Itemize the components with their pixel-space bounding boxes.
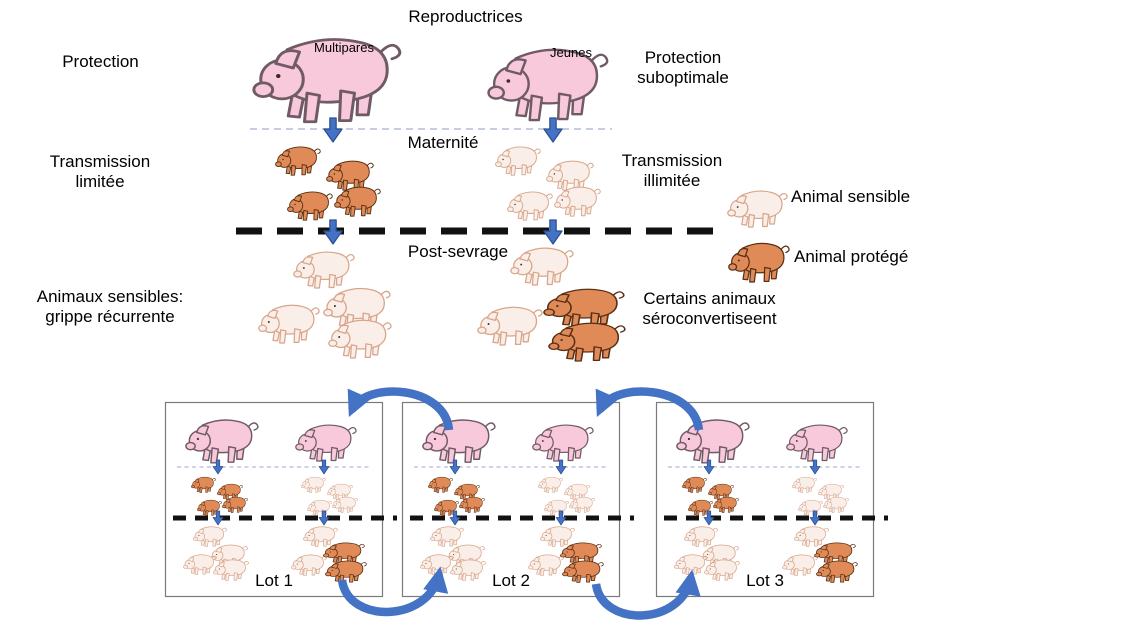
left-transmission-label: Transmission limitée [49, 152, 151, 192]
rotation-arrow-icon [347, 387, 454, 431]
right-outcome-label: Certains animaux séroconvertiseent [642, 289, 777, 329]
left-protection-label: Protection [62, 52, 139, 71]
legend-protected-pig-icon [728, 242, 790, 283]
legend-susceptible-pig-icon [727, 190, 788, 228]
lot-1-label: Lot 1 [255, 571, 293, 590]
sow-young-label: Jeunes [550, 45, 592, 60]
rotation-arrow-icon [337, 566, 449, 617]
susceptible-pig-icon [510, 247, 574, 286]
protected-piglet-icon [334, 186, 381, 217]
left-outcome-label: Animaux sensibles: grippe récurrente [36, 287, 184, 327]
rotation-arrow-icon [591, 569, 701, 620]
susceptible-pig-icon [293, 251, 355, 289]
figure-title: Reproductrices [408, 7, 523, 26]
lot-mini-diagram [657, 403, 889, 597]
right-transmission-label: Transmission illimitée [621, 151, 723, 191]
flow-arrow-icon [543, 117, 563, 143]
susceptible-piglet-icon [554, 186, 601, 217]
legend-protected-label: Animal protégé [794, 247, 909, 266]
protected-piglet-icon [326, 160, 374, 191]
sow-multiparous-label: Multipares [314, 40, 374, 55]
lot-mini-diagram [166, 403, 398, 597]
susceptible-piglet-icon [507, 191, 553, 221]
legend-susceptible-label: Animal sensible [791, 187, 911, 206]
lot-mini-diagram [403, 403, 635, 597]
protected-piglet-icon [275, 146, 321, 176]
rotation-arrow-icon [595, 387, 704, 431]
seroconverted-pig-icon [548, 322, 626, 362]
susceptible-pig-icon [328, 319, 392, 359]
seroconverted-pig-icon [543, 288, 625, 328]
susceptible-pig-icon [477, 306, 543, 346]
susceptible-pig-icon [258, 304, 320, 344]
susceptible-piglet-icon [546, 160, 594, 191]
protected-piglet-icon [287, 191, 333, 221]
flow-arrow-icon [543, 219, 563, 245]
maternity-stage-label: Maternité [407, 133, 479, 152]
flow-arrow-icon [323, 219, 343, 245]
lot-2-label: Lot 2 [492, 571, 530, 590]
post-weaning-stage-label: Post-sevrage [407, 242, 509, 261]
susceptible-piglet-icon [495, 146, 541, 176]
right-protection-label: Protection suboptimale [637, 48, 729, 88]
lot-3-label: Lot 3 [746, 571, 784, 590]
sow-young-icon [487, 48, 609, 122]
